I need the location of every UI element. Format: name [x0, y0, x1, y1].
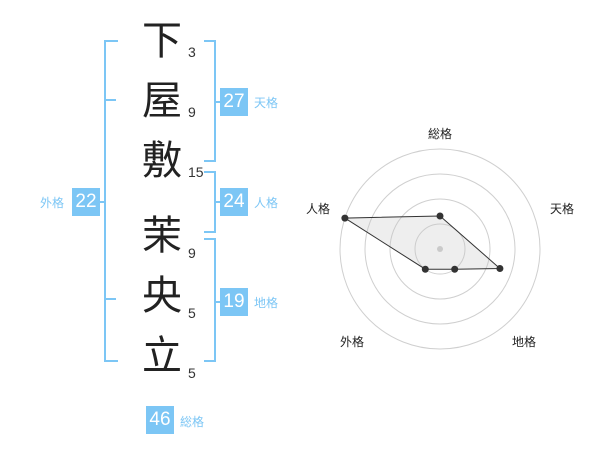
name-char-6: 立: [142, 333, 182, 379]
radar-axis-label: 外格: [340, 334, 364, 349]
gaikaku-tick: [104, 298, 116, 300]
jinkaku-value: 24: [220, 188, 248, 216]
name-char-5: 央: [142, 273, 182, 319]
radar-point: [496, 264, 504, 272]
radar-polygon: [343, 215, 502, 270]
radar-ring: [414, 223, 466, 275]
radar-point: [436, 212, 444, 220]
radar-point: [451, 265, 459, 273]
stroke-count-2: 9: [188, 104, 196, 120]
radar-ring: [389, 198, 491, 300]
radar-ring: [364, 173, 516, 325]
stroke-count-4: 9: [188, 245, 196, 261]
radar-point: [421, 265, 429, 273]
chikaku-connector: [214, 301, 220, 303]
jinkaku-connector: [214, 201, 220, 203]
name-char-1: 下: [142, 18, 182, 64]
chikaku-value: 19: [220, 288, 248, 316]
radar-point: [341, 214, 349, 222]
tenkaku-label: 天格: [254, 96, 279, 110]
name-char-4: 茉: [142, 213, 182, 259]
radar-axis-label: 総格: [428, 126, 452, 141]
stroke-count-6: 5: [188, 365, 196, 381]
stroke-count-5: 5: [188, 305, 196, 321]
radar-center: [437, 246, 443, 252]
soukaku-value: 46: [146, 406, 174, 434]
jinkaku-label: 人格: [254, 196, 279, 210]
gaikaku-tick: [104, 99, 116, 101]
tenkaku-connector: [214, 101, 220, 103]
stroke-count-1: 3: [188, 44, 196, 60]
radar-ring: [339, 148, 541, 350]
gaikaku-value: 22: [72, 188, 100, 216]
radar-axis-label: 天格: [550, 201, 574, 216]
radar-axis-label: 地格: [512, 334, 536, 349]
name-char-3: 敷: [142, 138, 182, 184]
radar-axis-label: 人格: [306, 201, 330, 216]
name-char-2: 屋: [142, 78, 182, 124]
stroke-count-3: 15: [188, 164, 204, 180]
chikaku-label: 地格: [254, 296, 279, 310]
gaikaku-label: 外格: [40, 196, 65, 210]
chikaku-bracket: [204, 238, 216, 362]
soukaku-label: 総格: [180, 415, 205, 429]
gaikaku-connector: [96, 201, 106, 203]
tenkaku-value: 27: [220, 88, 248, 116]
